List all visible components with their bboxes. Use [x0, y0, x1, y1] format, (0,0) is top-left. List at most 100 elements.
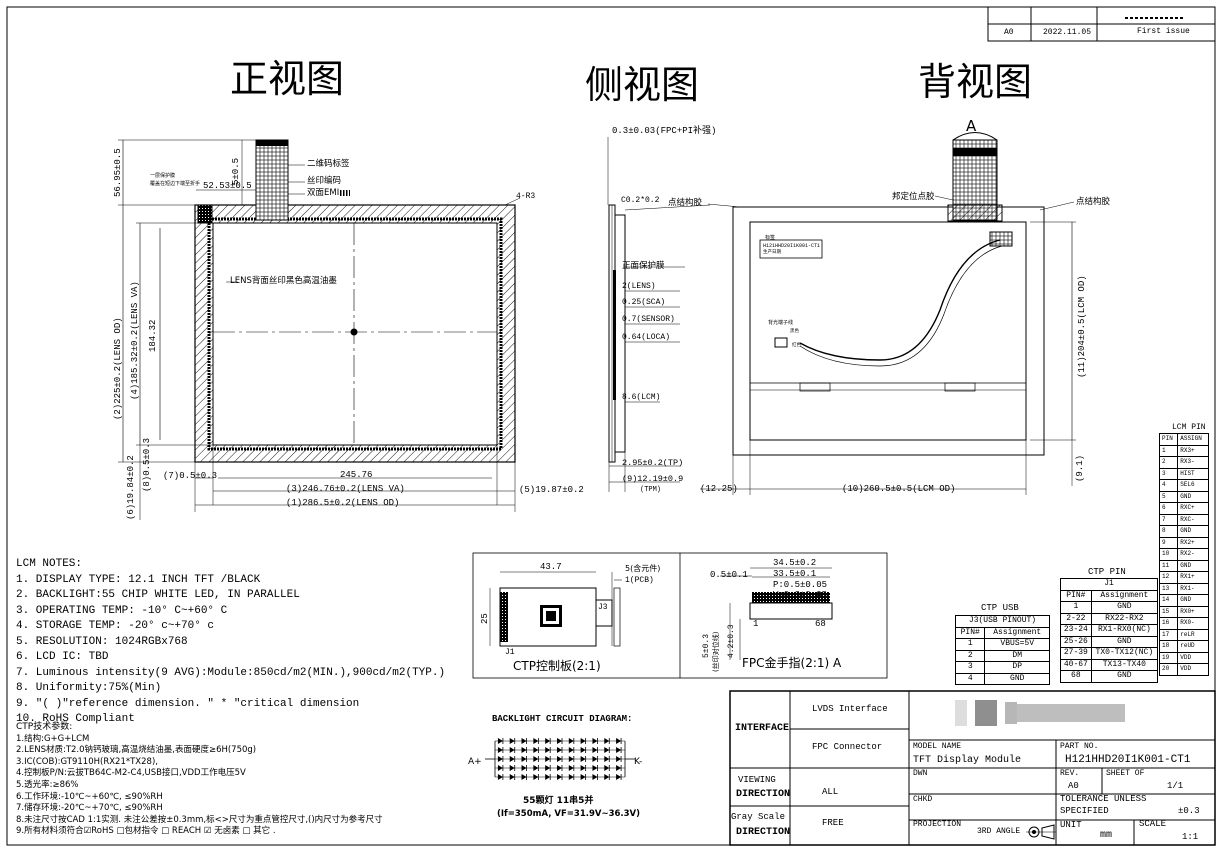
- table-cell: 7: [1158, 513, 1179, 526]
- table-cell: RX0-: [1177, 617, 1209, 630]
- table-cell: reLR: [1177, 628, 1209, 641]
- ctp-board-note-5: 5(含元件): [625, 564, 661, 573]
- tb-interface: INTERFACE: [735, 723, 790, 734]
- fpc-dim-335: 33.5±0.1: [773, 569, 817, 579]
- ctp-notes-title: CTP技术参数:: [16, 722, 73, 732]
- tb-scale: 1:1: [1182, 832, 1199, 842]
- note-protect-1: 一层保护膜: [150, 173, 176, 179]
- side-layer-1: 2(LENS): [622, 282, 656, 291]
- lcm-note-1: 1. DISPLAY TYPE: 12.1 INCH TFT /BLACK: [16, 573, 261, 586]
- tb-direction2: DIRECTION: [736, 827, 791, 838]
- led-icon: [592, 738, 598, 744]
- back-bond-glue: 邦定位点胶: [892, 192, 935, 202]
- table-cell: 15: [1158, 605, 1179, 618]
- dim-52: 52.53±0.5: [203, 181, 252, 191]
- dim-245: 245.76: [340, 470, 373, 480]
- led-icon: [533, 738, 539, 744]
- dim-top-height: 56.95±0.5: [113, 148, 123, 197]
- back-label-code: H121HHD20I1K001-CT1: [763, 243, 821, 249]
- led-icon: [616, 747, 622, 753]
- fpc-dim-v2: 4.2±0.3: [727, 624, 736, 658]
- lcm-notes-title: LCM NOTES:: [16, 558, 83, 570]
- led-icon: [580, 765, 586, 771]
- tb-tol-label1: TOLERANCE UNLESS: [1060, 794, 1147, 804]
- ctp-note-1: 1.结构:G+G+LCM: [16, 733, 90, 744]
- dim-va-h: (4)185.32±0.2(LENS VA): [130, 281, 140, 400]
- back-view-title: 背视图: [918, 60, 1033, 104]
- backlight-diagram: [485, 738, 635, 780]
- ctp-usb-head-pin: PIN#: [954, 626, 986, 639]
- led-icon: [533, 747, 539, 753]
- tb-tol: ±0.3: [1178, 806, 1200, 816]
- table-cell: 9: [1158, 536, 1179, 549]
- ctp-board-dim-w: 43.7: [540, 562, 562, 572]
- back-cable-note3: 红色: [792, 343, 801, 348]
- lcm-pin-title: LCM PIN: [1172, 423, 1206, 432]
- ctp-note-2: 2.LENS材质:T2.0钠钙玻璃,高温烧结油墨,表面硬度≥6H(750g): [16, 745, 257, 756]
- tb-lvds: LVDS Interface: [812, 704, 888, 714]
- table-cell: 17: [1158, 628, 1179, 641]
- ctp-pin-title: CTP PIN: [1088, 567, 1126, 577]
- led-icon: [580, 756, 586, 762]
- table-cell: RX22-RX2: [1090, 612, 1159, 625]
- dim-184: 184.32: [148, 319, 158, 352]
- tb-model-name-label: MODEL NAME: [913, 742, 962, 751]
- side-dim-tpm: (9)12.19±0.9: [622, 474, 684, 484]
- lcm-note-3: 3. OPERATING TEMP: -10° C~+60° C: [16, 604, 228, 617]
- table-cell: 2: [1158, 456, 1179, 469]
- table-cell: 2-22: [1060, 612, 1092, 625]
- tb-unit: mm: [1100, 830, 1113, 841]
- led-icon: [616, 756, 622, 762]
- table-cell: 25-26: [1060, 635, 1092, 648]
- tb-sheet: 1/1: [1167, 781, 1184, 791]
- title-block-lines: [729, 690, 1216, 846]
- side-view: [607, 137, 711, 492]
- back-dim-lcm-w: (10)260.5±0.5(LCM OD): [842, 484, 956, 494]
- table-cell: 68: [1060, 670, 1092, 683]
- led-icon: [568, 765, 574, 771]
- table-cell: RX0+: [1177, 605, 1209, 618]
- led-icon: [509, 774, 515, 780]
- led-icon: [545, 765, 551, 771]
- backlight-caption1: 55颗灯 11串5并: [523, 796, 594, 806]
- led-icon: [521, 774, 527, 780]
- ctp-pin-head-pin: PIN#: [1060, 589, 1092, 602]
- led-icon: [604, 765, 610, 771]
- ctp-note-9: 9.所有材料须符合☑RoHS □包材指令 □ REACH ☑ 无卤素 □ 其它 …: [16, 826, 276, 837]
- ctp-usb-head-assign: Assignment: [984, 626, 1050, 639]
- backlight-a-plus: A+: [468, 757, 482, 767]
- back-label-sub: 生产日期: [763, 250, 781, 255]
- led-icon: [497, 774, 503, 780]
- table-cell: GND: [1177, 490, 1209, 503]
- fpc-dim-v1: 5±0.3: [702, 633, 711, 658]
- lcm-note-2: 2. BACKLIGHT:55 CHIP WHITE LED, IN PARAL…: [16, 589, 300, 601]
- table-cell: 6: [1158, 502, 1179, 515]
- side-view-title: 侧视图: [585, 63, 700, 107]
- table-cell: 8: [1158, 525, 1179, 538]
- side-dim-tp: 2.95±0.2(TP): [622, 458, 684, 468]
- lcm-note-9: 9. "( )"reference dimension. " * "critic…: [16, 697, 360, 710]
- ctp-note-3: 3.IC(COB):GT9110H(RX21*TX28),: [16, 756, 158, 767]
- side-glue: 点结构胶: [668, 198, 703, 208]
- backlight-caption2: (If=350mA, VF=31.9V~36.3V): [497, 809, 641, 819]
- tb-gray-scale: Gray Scale: [731, 812, 786, 822]
- ctp-usb-subtitle: J3(USB PINOUT): [955, 615, 1050, 628]
- tb-model-name: TFT Display Module: [913, 755, 1022, 766]
- fpc-dim-p: P:0.5±0.05: [773, 580, 828, 590]
- table-cell: 5: [1158, 490, 1179, 503]
- tb-viewing: VIEWING: [738, 775, 776, 785]
- led-icon: [592, 747, 598, 753]
- led-icon: [497, 747, 503, 753]
- side-layer-3: 0.7(SENSOR): [622, 315, 675, 324]
- table-cell: 1: [1158, 444, 1179, 457]
